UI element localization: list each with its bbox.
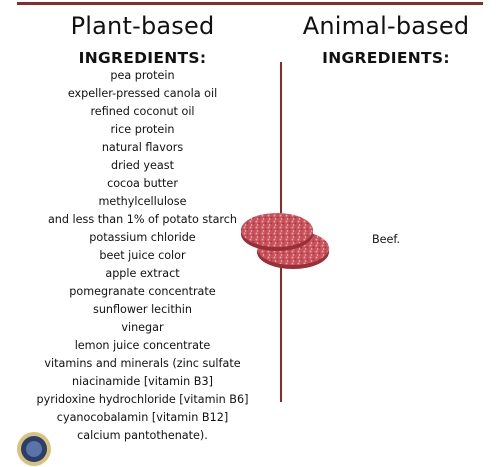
ingredient-item: beet juice color (99, 249, 186, 262)
ingredient-item: and less than 1% of potato starch (47, 213, 238, 226)
ingredient-item: apple extract (105, 267, 180, 280)
ingredient-item: refined coconut oil (90, 105, 195, 118)
ingredient-item: pyridoxine hydrochloride [vitamin B6] (36, 393, 249, 406)
animal-ingredient-item: Beef. (371, 233, 401, 246)
ingredient-item: methylcellulose (98, 195, 187, 208)
ingredient-item: vitamins and minerals (zinc sulfate (44, 357, 241, 370)
plant-ingredients-label: INGREDIENTS: (78, 49, 207, 67)
animal-ingredients-label: INGREDIENTS: (322, 49, 450, 67)
animal-based-heading: Animal-based (302, 12, 470, 40)
ingredient-item: lemon juice concentrate (74, 339, 211, 352)
ingredient-item: pea protein (110, 69, 175, 82)
plant-ingredient-list: pea protein expeller-pressed canola oil … (0, 67, 285, 445)
top-divider-rule (17, 2, 483, 5)
ingredient-item: cyanocobalamin [vitamin B12] (56, 411, 229, 424)
ingredient-item: pomegranate concentrate (69, 285, 216, 298)
ingredient-item: cocoa butter (107, 177, 178, 190)
ingredient-item: potassium chloride (89, 231, 196, 244)
ingredient-item: rice protein (110, 123, 175, 136)
ingredient-item: natural flavors (101, 141, 184, 154)
ingredient-item: dried yeast (111, 159, 174, 172)
ingredient-item: niacinamide [vitamin B3] (72, 375, 213, 388)
burger-patties-icon (241, 213, 329, 269)
seal-logo-icon (17, 432, 51, 466)
ingredient-item: vinegar (121, 321, 164, 334)
ingredient-item: sunflower lecithin (92, 303, 193, 316)
ingredient-item: calcium pantothenate). (77, 429, 208, 442)
plant-based-heading: Plant-based (70, 12, 215, 40)
ingredient-item: expeller-pressed canola oil (67, 87, 218, 100)
